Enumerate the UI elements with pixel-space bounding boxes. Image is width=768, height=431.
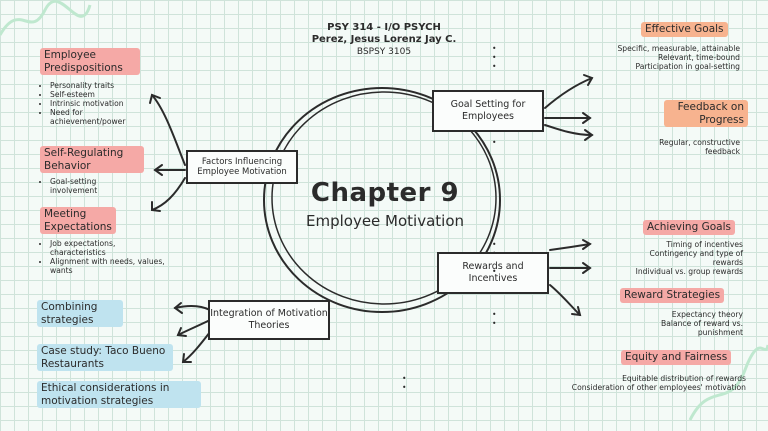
list-item: Expectancy theory xyxy=(492,310,743,319)
predispositions-group: Employee Predispositions Personality tra… xyxy=(40,48,140,126)
decor-scribble-right xyxy=(688,344,768,421)
arrow-integration-2 xyxy=(177,319,211,336)
goal-setting-box: Goal Setting for Employees xyxy=(432,90,544,132)
center-circle-inner xyxy=(271,91,497,305)
self-regulating-title: Self-Regulating Behavior xyxy=(40,146,144,173)
list-item: Balance of reward vs. punishment xyxy=(492,319,743,337)
list-item: Job expectations, characteristics xyxy=(50,239,170,257)
achieving-goals-list: Timing of incentives Contingency and typ… xyxy=(492,240,743,276)
effective-goals-title: Effective Goals xyxy=(641,22,728,37)
arrow-goal-3 xyxy=(544,124,593,136)
list-item: Equitable distribution of rewards xyxy=(402,374,746,383)
list-item: Contingency and type of rewards xyxy=(492,249,743,267)
arrow-integration-3 xyxy=(182,331,211,363)
chapter-subtitle: Employee Motivation xyxy=(305,212,465,230)
feedback-list: Regular, constructive feedback xyxy=(492,138,740,156)
integration-box: Integration of Motivation Theories xyxy=(208,300,330,340)
chapter-title: Chapter 9 xyxy=(310,178,460,208)
author-name: Perez, Jesus Lorenz Jay C. xyxy=(311,34,457,45)
list-item: Specific, measurable, attainable xyxy=(492,44,740,53)
equity-fairness-list: Equitable distribution of rewards Consid… xyxy=(402,374,746,392)
list-item: Individual vs. group rewards xyxy=(492,267,743,276)
header: PSY 314 - I/O PSYCH Perez, Jesus Lorenz … xyxy=(0,22,768,58)
reward-strategies-title: Reward Strategies xyxy=(620,288,725,303)
list-item: Relevant, time-bound xyxy=(492,53,740,62)
arrow-factors-3 xyxy=(151,177,186,211)
self-regulating-group: Self-Regulating Behavior Goal-setting in… xyxy=(40,146,150,195)
center-circle-outer xyxy=(263,87,501,313)
achieving-goals-title: Achieving Goals xyxy=(643,220,735,235)
factors-box-label: Factors Influencing Employee Motivation xyxy=(197,157,287,177)
list-item: Self-esteem xyxy=(50,90,140,99)
arrow-rewards-3 xyxy=(549,284,581,316)
predispositions-list: Personality traits Self-esteem Intrinsic… xyxy=(40,81,140,126)
arrow-goal-1 xyxy=(544,77,593,109)
list-item: Personality traits xyxy=(50,81,140,90)
equity-fairness-title: Equity and Fairness xyxy=(621,350,732,365)
combining-strategies: Combining strategies xyxy=(37,300,123,327)
section-label: BSPSY 3105 xyxy=(356,47,412,57)
list-item: Alignment with needs, values, wants xyxy=(50,257,170,275)
list-item: Consideration of other employees' motiva… xyxy=(402,383,746,392)
course-title: PSY 314 - I/O PSYCH xyxy=(327,22,441,33)
list-item: Timing of incentives xyxy=(492,240,743,249)
list-item: Intrinsic motivation xyxy=(50,99,140,108)
factors-box: Factors Influencing Employee Motivation xyxy=(186,150,298,184)
expectations-group: Meeting Expectations Job expectations, c… xyxy=(40,207,170,275)
self-regulating-list: Goal-setting involvement xyxy=(40,177,130,195)
feedback-title: Feedback on Progress xyxy=(664,100,748,127)
expectations-title: Meeting Expectations xyxy=(40,207,116,234)
arrow-factors-1 xyxy=(151,94,186,166)
goal-setting-box-label: Goal Setting for Employees xyxy=(450,99,526,122)
arrow-rewards-1 xyxy=(549,243,591,251)
list-item: Need for achievement/power xyxy=(50,108,140,126)
effective-goals-list: Specific, measurable, attainable Relevan… xyxy=(492,44,740,71)
list-item: Regular, constructive feedback xyxy=(492,138,740,156)
list-item: Goal-setting involvement xyxy=(50,177,130,195)
expectations-list: Job expectations, characteristics Alignm… xyxy=(40,239,170,275)
ethical-considerations: Ethical considerations in motivation str… xyxy=(37,381,201,408)
decor-scribble-left xyxy=(0,0,92,36)
list-item: Participation in goal-setting xyxy=(492,62,740,71)
case-study: Case study: Taco Bueno Restaurants xyxy=(37,344,173,371)
predispositions-title: Employee Predispositions xyxy=(40,48,140,75)
integration-box-label: Integration of Motivation Theories xyxy=(210,308,328,331)
arrow-integration-1 xyxy=(174,304,211,311)
reward-strategies-list: Expectancy theory Balance of reward vs. … xyxy=(492,310,743,337)
